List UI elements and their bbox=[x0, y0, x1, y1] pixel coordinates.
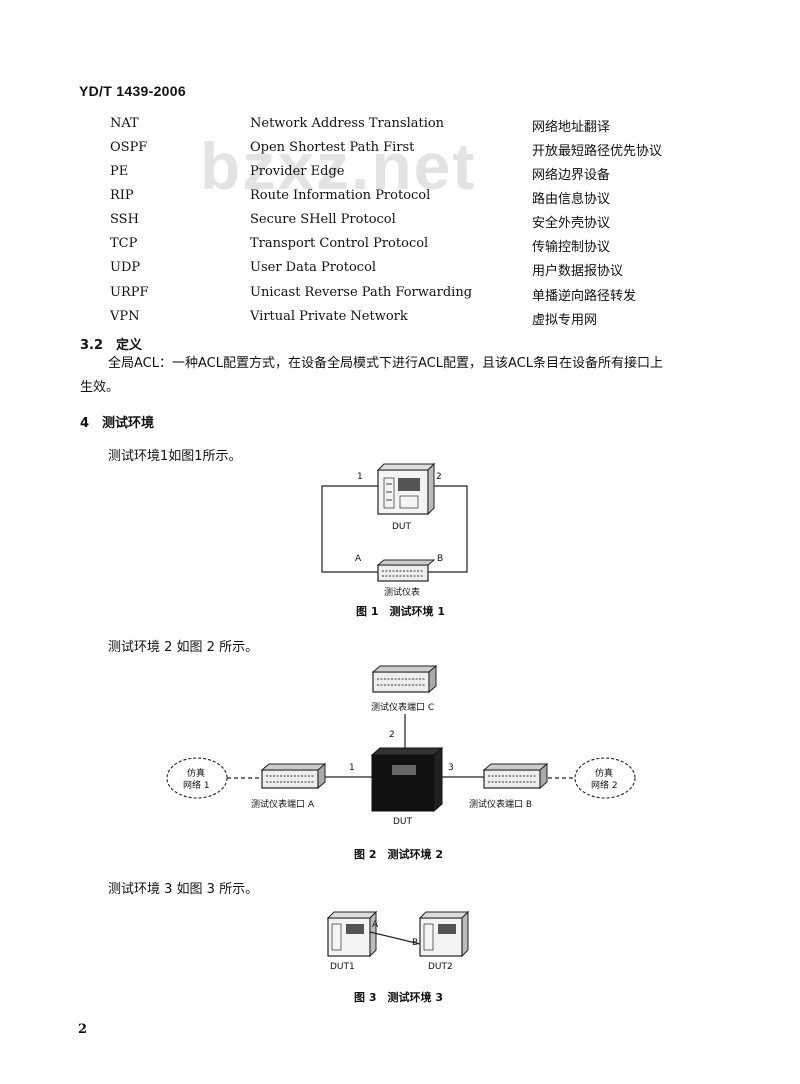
abbr-full: Virtual Private Network bbox=[250, 309, 408, 324]
dut-device-icon bbox=[370, 746, 444, 813]
fig1-port-a-label: A bbox=[355, 554, 362, 564]
fig2-caption: 图 2 测试环境 2 bbox=[354, 848, 443, 861]
fig2-intro: 测试环境 2 如图 2 所示。 bbox=[108, 640, 259, 655]
fig3-caption: 图 3 测试环境 3 bbox=[354, 991, 443, 1004]
fig1-intro: 测试环境1如图1所示。 bbox=[108, 449, 242, 464]
test-instrument-a-icon bbox=[260, 762, 327, 790]
abbr-term: SSH bbox=[110, 212, 139, 227]
test-instrument-b-icon bbox=[482, 762, 549, 790]
abbr-chinese: 网络边界设备 bbox=[532, 168, 611, 183]
dut2-device-icon bbox=[418, 910, 470, 958]
cloud-right-label-2: 网络 2 bbox=[591, 781, 618, 791]
abbr-full: Unicast Reverse Path Forwarding bbox=[250, 285, 473, 300]
abbreviation-row: SSH Secure SHell Protocol 安全外壳协议 bbox=[0, 212, 800, 234]
abbreviation-row: VPN Virtual Private Network 虚拟专用网 bbox=[0, 309, 800, 331]
fig1-dut-label: DUT bbox=[392, 522, 412, 532]
abbr-chinese: 单播逆向路径转发 bbox=[532, 289, 637, 304]
abbr-term: URPF bbox=[110, 285, 149, 300]
dut1-device-icon bbox=[326, 910, 378, 958]
fig3-dut2-label: DUT2 bbox=[428, 962, 453, 972]
fig1-port-2-label: 2 bbox=[436, 472, 442, 482]
abbr-term: RIP bbox=[110, 188, 134, 203]
definition-line-1: 全局ACL：一种ACL配置方式，在设备全局模式下进行ACL配置，且该ACL条目在… bbox=[108, 356, 663, 371]
cloud-left-label-1: 仿真 bbox=[187, 769, 206, 779]
abbr-full: User Data Protocol bbox=[250, 260, 377, 275]
abbr-term: VPN bbox=[110, 309, 140, 324]
figure-3-diagram bbox=[326, 910, 470, 958]
fig1-caption: 图 1 测试环境 1 bbox=[356, 605, 445, 618]
watermark: bzxz.net bbox=[200, 129, 477, 203]
test-instrument-c-icon bbox=[371, 664, 438, 694]
definition-line-2: 生效。 bbox=[80, 380, 120, 395]
abbr-chinese: 网络地址翻译 bbox=[532, 120, 611, 135]
fig2-tester-a-label: 测试仪表端口 A bbox=[251, 800, 315, 810]
abbr-chinese: 虚拟专用网 bbox=[532, 313, 598, 328]
abbreviation-row: OSPF Open Shortest Path First 开放最短路径优先协议 bbox=[0, 140, 800, 162]
document-code-header: YD/T 1439-2006 bbox=[79, 83, 186, 99]
abbr-term: OSPF bbox=[110, 140, 148, 155]
abbr-term: PE bbox=[110, 164, 129, 179]
fig2-port-3-label: 3 bbox=[448, 763, 454, 773]
abbreviation-row: PE Provider Edge 网络边界设备 bbox=[0, 164, 800, 186]
abbreviation-row: TCP Transport Control Protocol 传输控制协议 bbox=[0, 236, 800, 258]
dut-device-icon bbox=[376, 462, 436, 516]
abbr-full: Transport Control Protocol bbox=[250, 236, 429, 251]
fig1-port-1-label: 1 bbox=[357, 472, 363, 482]
fig2-tester-c-label: 测试仪表端口 C bbox=[371, 703, 435, 713]
abbr-term: NAT bbox=[110, 116, 139, 131]
fig2-dut-label: DUT bbox=[393, 817, 413, 827]
fig3-intro: 测试环境 3 如图 3 所示。 bbox=[108, 882, 259, 897]
page-number: 2 bbox=[78, 1022, 88, 1037]
abbreviation-row: NAT Network Address Translation 网络地址翻译 bbox=[0, 116, 800, 138]
cloud-right-label-1: 仿真 bbox=[595, 769, 614, 779]
abbr-chinese: 路由信息协议 bbox=[532, 192, 611, 207]
abbr-full: Route Information Protocol bbox=[250, 188, 431, 203]
fig1-tester-label: 测试仪表 bbox=[384, 588, 421, 598]
abbreviation-row: UDP User Data Protocol 用户数据报协议 bbox=[0, 260, 800, 282]
abbr-term: TCP bbox=[110, 236, 138, 251]
figure-2-diagram bbox=[166, 664, 636, 813]
fig3-port-b-label: B bbox=[412, 938, 419, 948]
abbr-chinese: 用户数据报协议 bbox=[532, 264, 624, 279]
section-heading-4: 4 测试环境 bbox=[80, 416, 155, 431]
abbr-chinese: 安全外壳协议 bbox=[532, 216, 611, 231]
fig1-port-b-label: B bbox=[437, 554, 444, 564]
fig2-port-1-label: 1 bbox=[349, 763, 355, 773]
fig3-dut1-label: DUT1 bbox=[330, 962, 355, 972]
fig3-port-a-label: A bbox=[372, 920, 379, 930]
abbr-full: Provider Edge bbox=[250, 164, 345, 179]
abbr-full: Network Address Translation bbox=[250, 116, 445, 131]
abbr-chinese: 开放最短路径优先协议 bbox=[532, 144, 663, 159]
abbr-term: UDP bbox=[110, 260, 141, 275]
abbr-full: Open Shortest Path First bbox=[250, 140, 415, 155]
cloud-left-label-2: 网络 1 bbox=[183, 781, 210, 791]
fig2-port-2-label: 2 bbox=[389, 730, 395, 740]
abbr-full: Secure SHell Protocol bbox=[250, 212, 396, 227]
abbreviation-row: RIP Route Information Protocol 路由信息协议 bbox=[0, 188, 800, 210]
abbreviation-row: URPF Unicast Reverse Path Forwarding 单播逆… bbox=[0, 285, 800, 307]
abbr-chinese: 传输控制协议 bbox=[532, 240, 611, 255]
test-instrument-icon bbox=[376, 559, 436, 582]
fig2-tester-b-label: 测试仪表端口 B bbox=[469, 800, 533, 810]
section-heading-3-2: 3.2 定义 bbox=[80, 338, 143, 353]
